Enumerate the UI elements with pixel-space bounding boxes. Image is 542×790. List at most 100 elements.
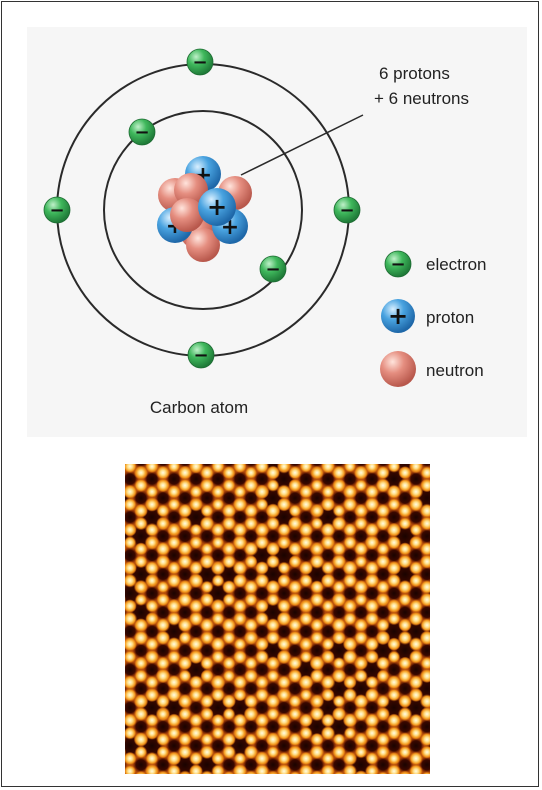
lattice-atom [125,659,127,668]
lattice-atom [409,688,423,702]
carbon-atom-diagram: + + + + − [27,27,527,437]
lattice-atom [188,560,204,576]
lattice-atom [167,650,181,664]
lattice-atom [178,732,192,747]
lattice-atom [145,574,159,587]
lattice-atom [353,541,369,556]
lattice-atom [145,726,159,740]
lattice-atom [276,713,292,728]
proton: + [198,188,236,226]
lattice-atom [364,522,380,538]
lattice-atom [343,464,357,473]
lattice-atom [288,465,302,480]
lattice-atom [376,618,390,632]
lattice-atom [331,617,347,633]
lattice-atom [299,611,313,626]
lattice-atom [233,464,247,474]
lattice-atom [244,516,258,531]
lattice-atom [232,497,248,512]
lattice-atom [408,751,424,766]
lattice-atom [398,466,412,480]
lattice-atom [145,522,159,537]
lattice-atom [398,504,412,518]
lattice-atom [223,771,235,774]
lattice-atom [409,523,423,537]
lattice-atom [156,504,170,518]
lattice-atom [287,630,303,646]
lattice-atom [376,707,390,721]
lattice-atom [254,464,270,474]
lattice-atom [156,580,170,594]
lattice-atom [409,726,423,740]
lattice-atom [125,611,138,627]
lattice-atom [156,732,170,747]
lattice-atom [255,649,269,664]
lattice-atom [343,752,357,765]
lattice-atom [364,573,380,588]
lattice-atom [200,592,214,607]
svg-text:−: − [134,122,149,143]
lattice-atom [266,593,280,607]
lattice-atom [320,764,336,774]
lattice-atom [166,674,182,690]
lattice-atom [265,465,281,480]
lattice-atom [288,618,302,632]
lattice-atom [232,560,248,576]
lattice-atom [177,503,193,518]
lattice-atom [266,656,280,670]
lattice-atom [321,561,335,575]
lattice-atom [332,733,346,746]
lattice-atom [343,523,357,537]
lattice-atom [145,688,159,702]
lattice-atom [387,498,401,511]
lattice-atom [145,675,159,689]
lattice-atom [145,650,159,664]
lattice-atom [408,497,424,512]
lattice-atom [189,764,203,774]
lattice-atom [177,541,193,557]
lattice-atom [289,770,301,774]
lattice-atom [277,561,291,575]
lattice-atom [125,599,137,613]
lattice-atom [177,579,193,595]
lattice-atom [177,592,193,608]
lattice-atom [200,732,214,746]
lattice-atom [232,675,248,690]
electron: − [186,48,214,76]
lattice-atom [266,707,280,721]
lattice-atom [134,593,148,606]
lattice-atom [342,649,358,665]
lattice-atom [243,503,259,518]
lattice-atom [331,668,347,683]
lattice-atom [343,726,357,740]
lattice-atom [211,574,225,588]
legend: − electron + proton neutron [380,250,486,387]
lattice-atom [243,478,259,493]
lattice-atom [156,770,170,774]
lattice-atom [354,479,368,492]
lattice-atom [244,669,258,683]
lattice-atom [342,497,358,512]
lattice-atom [409,536,423,550]
lattice-atom [409,560,423,575]
lattice-atom [320,725,336,741]
lattice-atom [200,580,214,594]
lattice-atom [399,770,411,774]
lattice-atom [309,655,325,671]
lattice-atom [155,541,171,557]
lattice-atom [144,560,160,576]
lattice-atom [419,630,430,646]
lattice-atom [155,554,171,569]
lattice-atom [222,669,236,683]
lattice-atom [320,674,336,690]
lattice-atom [354,504,368,518]
inner-orbit [103,110,303,310]
lattice-hole [396,718,414,736]
svg-text:−: − [192,52,207,73]
neutron [186,228,220,262]
lattice-atom [222,542,236,556]
atom-diagram-canvas: + + + + − [43,48,486,417]
lattice-atom [397,579,413,595]
lattice-atom [386,484,402,499]
